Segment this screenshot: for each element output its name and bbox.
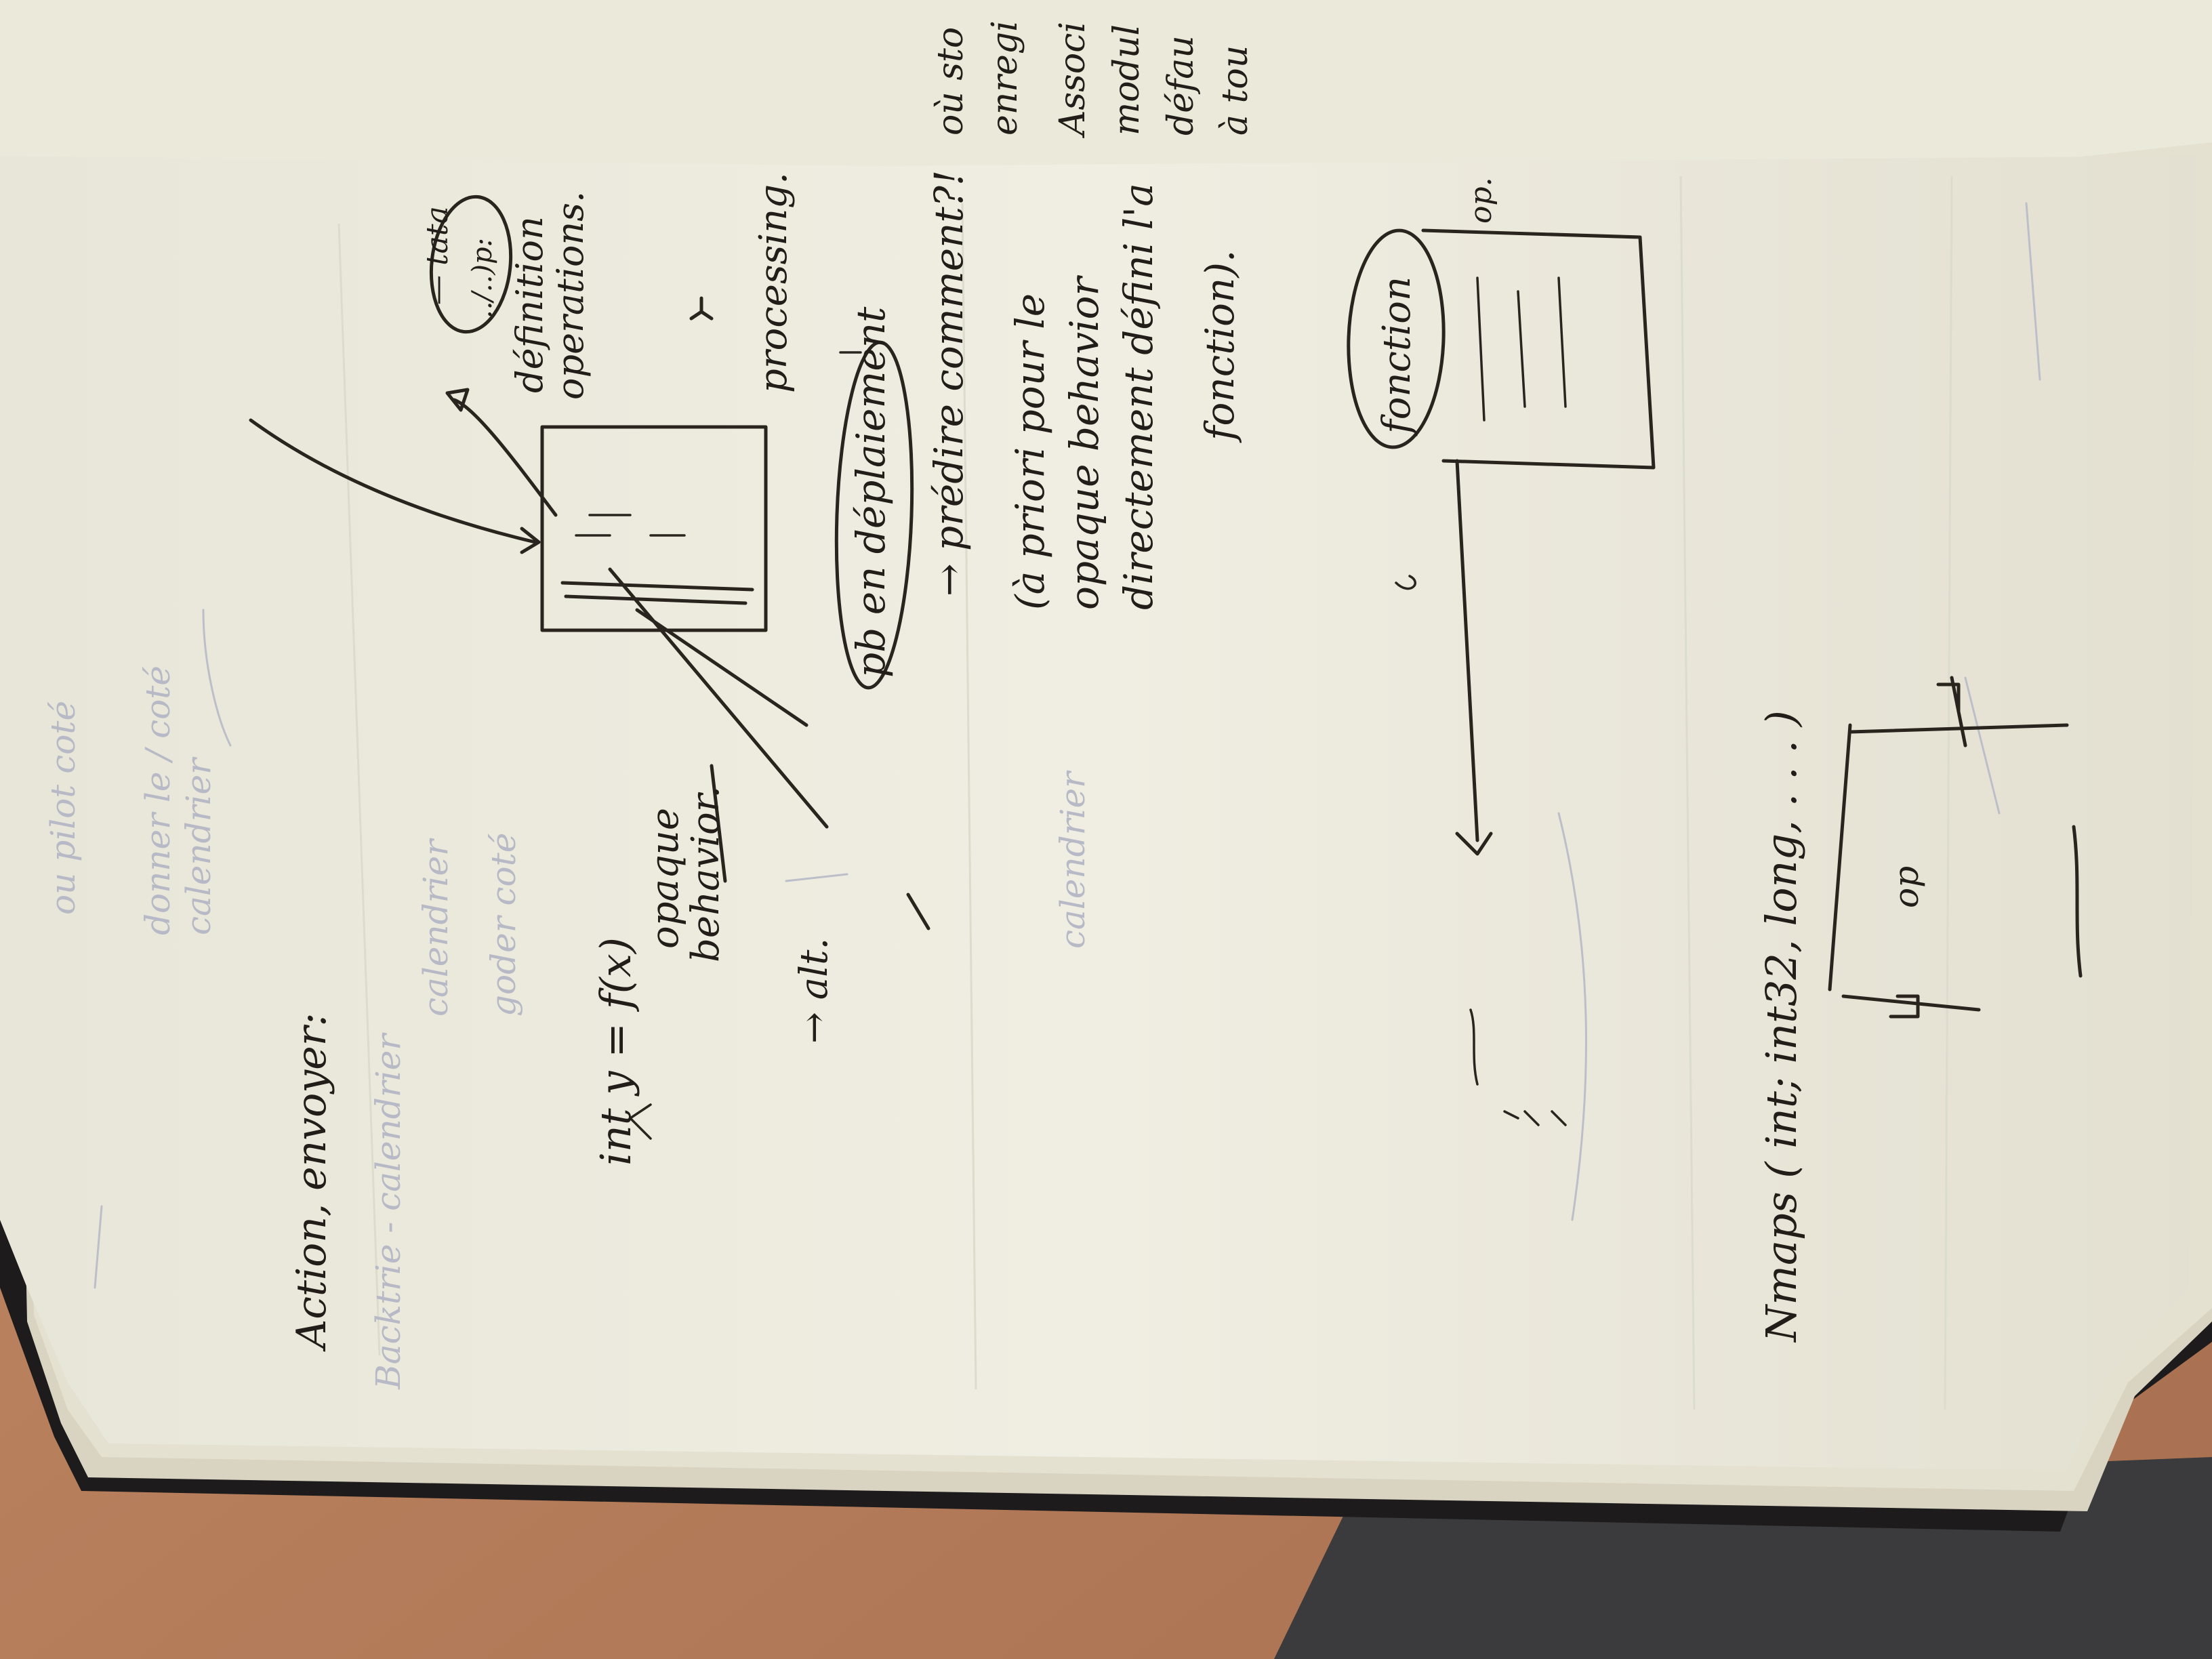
op-box-text: op xyxy=(1887,866,1926,908)
maps-text: Nmaps ( int; int32, long, . . . ) xyxy=(1757,710,1806,1343)
svg-text:Backtrie - calendrier: Backtrie - calendrier xyxy=(369,1032,408,1390)
handwriting: int y = f(x) opaque behavior. → alt. — t… xyxy=(288,20,1926,1352)
processing-text: processing. xyxy=(752,172,796,393)
fonction-box xyxy=(1421,228,1656,470)
operations-text: operations. xyxy=(549,191,592,400)
side-text-5: défau xyxy=(1161,35,1202,136)
note-line-3: directement défini l'a xyxy=(1115,183,1162,610)
opaque-text: opaque xyxy=(643,808,687,949)
bottom-box xyxy=(1828,723,2069,991)
svg-text:calendrier: calendrier xyxy=(416,838,455,1017)
page-ruling xyxy=(337,176,1953,1410)
notebook-page xyxy=(0,156,2196,1471)
ghost-writing: ou pilot coté donner le / coté calendrie… xyxy=(43,202,2041,1390)
svg-text:ou pilot coté: ou pilot coté xyxy=(43,701,83,915)
formula-text: int y = f(x) xyxy=(591,937,640,1166)
side-text-6: à tou xyxy=(1215,45,1256,136)
predict-text: → prédire comment?! xyxy=(926,170,972,596)
svg-text:calendrier: calendrier xyxy=(1053,770,1092,949)
top-box xyxy=(540,425,768,632)
alt-text: → alt. xyxy=(792,938,836,1044)
ink-drawings xyxy=(249,194,2083,1140)
fonction-line xyxy=(1455,459,1479,842)
side-text-4: modul xyxy=(1107,24,1147,136)
side-text-1: où sto xyxy=(930,27,971,136)
definition-text: définition xyxy=(508,216,551,393)
side-text-2: enregi xyxy=(985,20,1025,136)
note-line-1: (à priori pour le xyxy=(1007,293,1053,610)
fonction-oval xyxy=(1347,228,1446,449)
params-text: ../..)p: xyxy=(467,238,498,319)
svg-text:donner le / coté: donner le / coté xyxy=(138,665,178,935)
arrow-to-box xyxy=(249,418,537,544)
action-text: Action, envoyer: xyxy=(288,1012,335,1352)
svg-text:calendrier: calendrier xyxy=(179,756,218,935)
fonction-text: fonction xyxy=(1375,276,1419,436)
op-text: op. xyxy=(1464,177,1498,224)
svg-text:goder coté: goder coté xyxy=(484,833,523,1017)
pb-oval xyxy=(834,340,914,690)
tata-oval xyxy=(429,194,513,334)
note-line-4: fonction). xyxy=(1197,250,1243,443)
behavior-text: behavior. xyxy=(684,786,728,962)
pb-text: pb en déplaiement xyxy=(848,306,894,678)
note-line-2: opaque behavior xyxy=(1061,275,1107,610)
facing-page xyxy=(0,0,2212,169)
side-text-3: Associ xyxy=(1052,22,1093,138)
diagonal-line-1 xyxy=(608,567,829,829)
tata-text: — tata xyxy=(420,206,455,305)
